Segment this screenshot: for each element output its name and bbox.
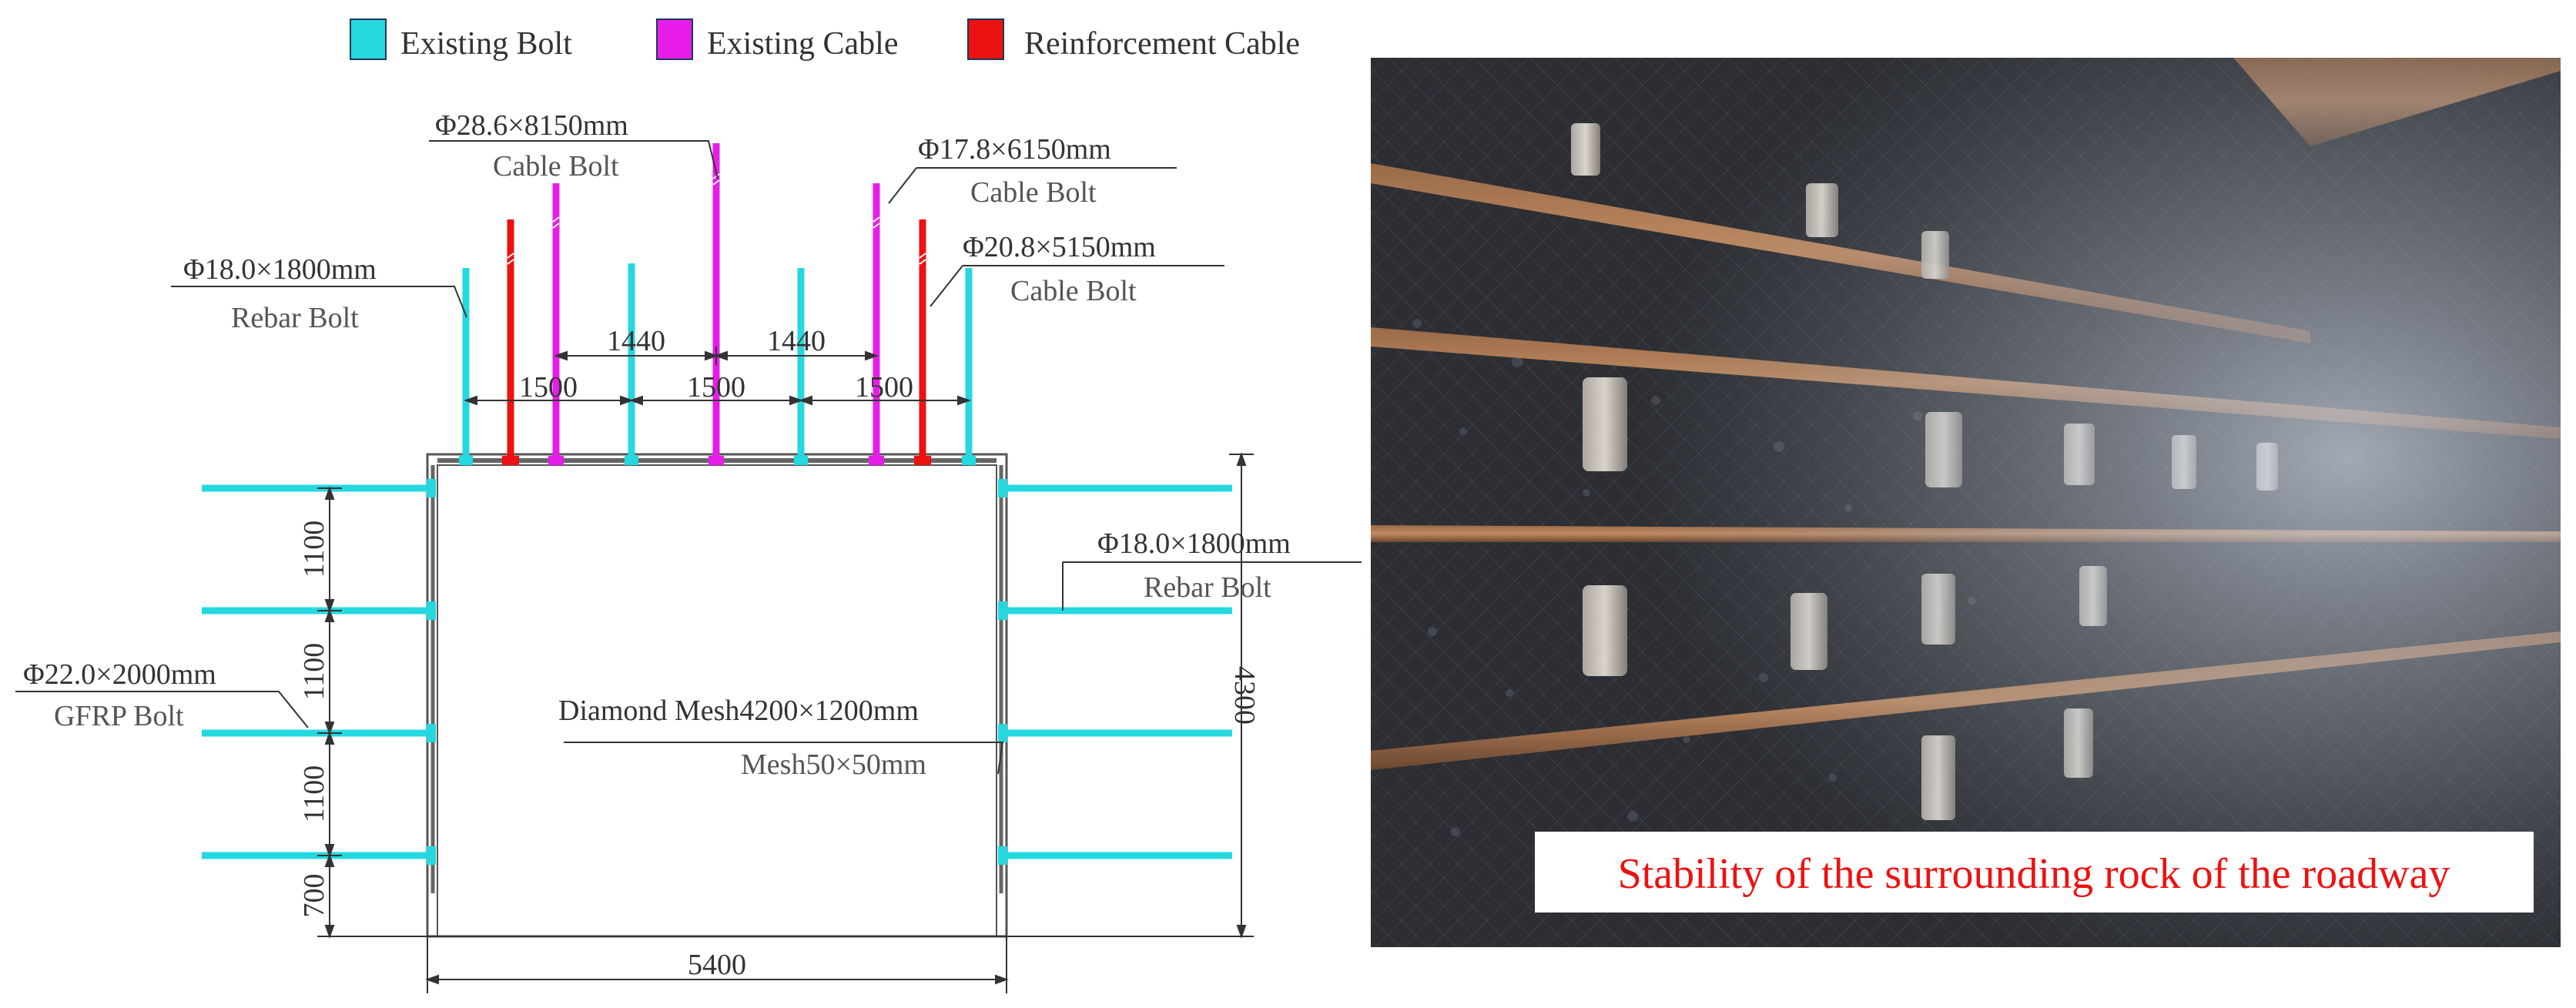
label-left-spacing-2: 1100 xyxy=(298,643,330,701)
label-rebar-type: Rebar Bolt xyxy=(231,302,359,334)
spacing-labels: 1440 1440 1500 1500 1500 xyxy=(519,325,913,404)
roof-supports xyxy=(459,143,976,465)
label-mesh-spec: Diamond Mesh4200×1200mm xyxy=(558,695,919,727)
label-left-spacing-1: 1100 xyxy=(298,521,330,578)
label-cable-spacing-2: 1440 xyxy=(767,325,826,357)
legend-item-reinforcement-cable: Reinforcement Cable xyxy=(967,18,1300,62)
legend-label-existing-cable: Existing Cable xyxy=(707,26,898,62)
legend-swatch-reinforcement-cable xyxy=(967,18,1004,60)
label-mesh-size: Mesh50×50mm xyxy=(741,748,926,781)
legend-item-existing-bolt: Existing Bolt xyxy=(350,18,572,62)
dimension-lines xyxy=(317,347,1254,993)
label-right-rebar-spec: Φ18.0×1800mm xyxy=(1097,527,1291,560)
label-rebar-spec: Φ18.0×1800mm xyxy=(183,253,377,286)
label-left-spacing-3: 1100 xyxy=(298,765,330,823)
label-gfrp-spec: Φ22.0×2000mm xyxy=(23,658,216,691)
roadway-photo: Stability of the surrounding rock of the… xyxy=(1371,58,2561,947)
label-bolt-spacing-3: 1500 xyxy=(855,371,913,404)
label-right-cable-type: Cable Bolt xyxy=(970,176,1097,209)
label-bolt-spacing-1: 1500 xyxy=(519,371,578,404)
label-gfrp-type: GFRP Bolt xyxy=(54,700,184,732)
label-cable-spacing-1: 1440 xyxy=(607,325,665,357)
roof-nuts xyxy=(459,456,976,465)
left-wall-labels: Φ22.0×2000mm GFRP Bolt 1100 1100 1100 70… xyxy=(23,521,330,918)
label-right-cable-spec: Φ17.8×6150mm xyxy=(918,133,1111,166)
photo-caption-text: Stability of the surrounding rock of the… xyxy=(1618,850,2450,898)
legend-swatch-existing-cable xyxy=(656,18,693,60)
legend-item-existing-cable: Existing Cable xyxy=(656,18,898,62)
label-mid-cable-spec: Φ28.6×8150mm xyxy=(435,109,628,142)
legend-label-reinforcement-cable: Reinforcement Cable xyxy=(1024,26,1300,62)
label-roadway-width: 5400 xyxy=(688,949,746,981)
label-reinf-cable-type: Cable Bolt xyxy=(1010,275,1137,307)
label-reinf-cable-spec: Φ20.8×5150mm xyxy=(963,231,1156,263)
label-left-bottom: 700 xyxy=(298,874,330,918)
label-roadway-height: 4300 xyxy=(1228,666,1261,725)
label-bolt-spacing-2: 1500 xyxy=(687,371,745,404)
right-wall-labels: Φ18.0×1800mm Rebar Bolt 4300 xyxy=(1097,527,1291,725)
legend-label-existing-bolt: Existing Bolt xyxy=(400,26,572,62)
photo-caption: Stability of the surrounding rock of the… xyxy=(1535,832,2534,913)
roof-labels: Φ28.6×8150mm Cable Bolt Φ17.8×6150mm Cab… xyxy=(183,109,1156,334)
anchor-ticks xyxy=(507,173,926,265)
label-right-rebar-type: Rebar Bolt xyxy=(1144,571,1271,604)
leader-lines xyxy=(15,140,1362,775)
legend: Existing Bolt Existing Cable Reinforceme… xyxy=(350,18,1300,62)
mesh-labels: Diamond Mesh4200×1200mm Mesh50×50mm xyxy=(558,695,926,781)
right-wall-bolts xyxy=(998,479,1232,865)
label-mid-cable-type: Cable Bolt xyxy=(493,150,619,183)
legend-swatch-existing-bolt xyxy=(350,18,387,60)
